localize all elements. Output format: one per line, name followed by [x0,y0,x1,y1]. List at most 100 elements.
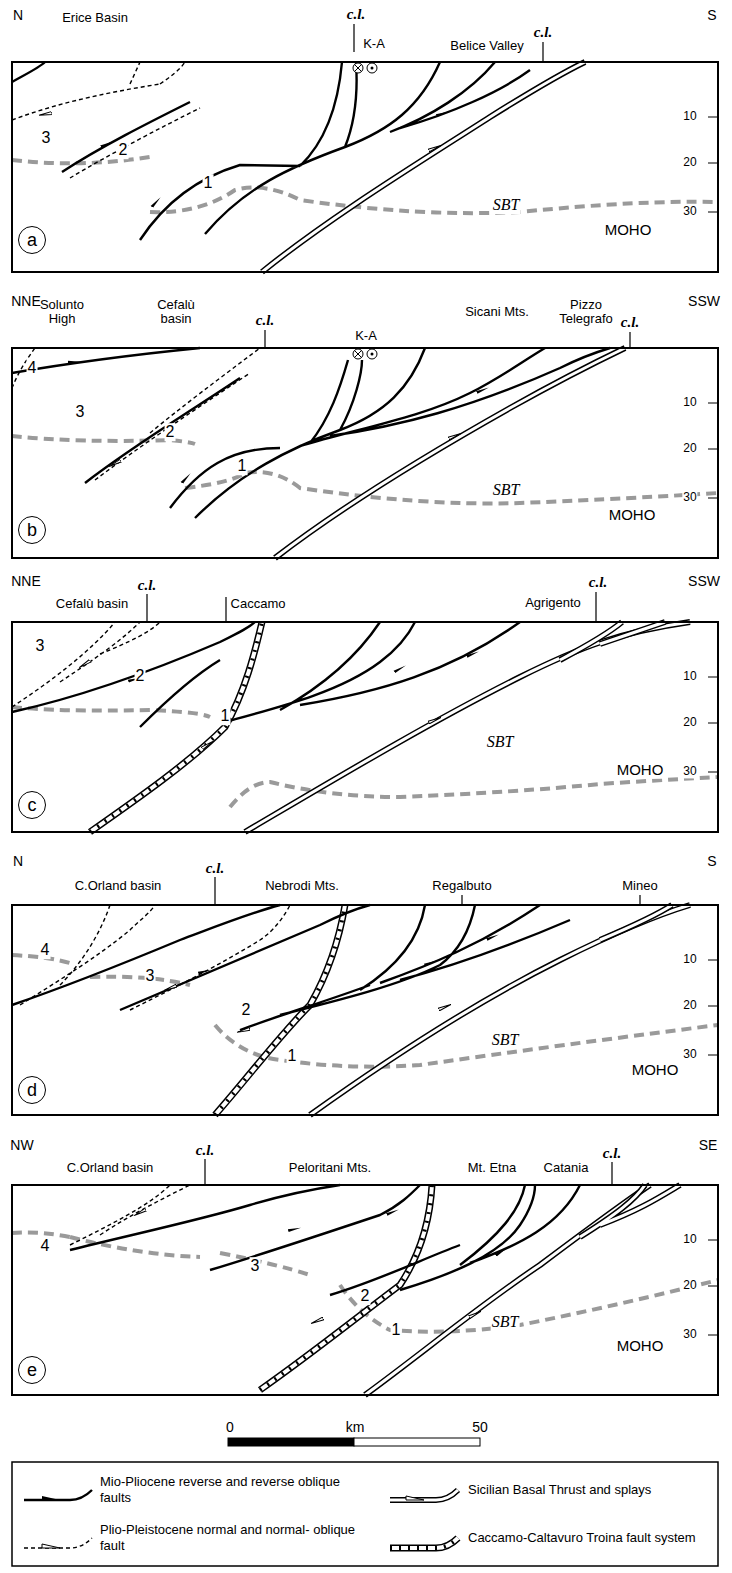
section-d [708,960,718,1055]
section-d [12,955,718,1067]
callout-number: 4 [27,359,38,377]
panel-letter-text: a [27,231,37,249]
section-d [430,1005,450,1016]
section-d [12,905,570,1030]
section-a [12,157,718,213]
direction-label: N [12,8,24,23]
depth-label: 20 [682,156,697,169]
callout-number: 3 [41,129,52,147]
section-e [280,1228,300,1235]
section-c [560,622,665,660]
callout-number: 2 [165,423,176,441]
section-c [12,622,718,832]
place-label: C.Orland basin [74,879,163,893]
legend-box [390,1490,458,1500]
depth-label: 20 [682,999,697,1012]
depth-label: 30 [682,205,697,218]
legend-text: Plio-Pleistocene normal and normal- obli… [100,1522,370,1555]
depth-label: 20 [682,716,697,729]
callout-number: 1 [237,457,248,475]
callout-number: 4 [40,1237,51,1255]
section-e [12,1185,718,1395]
section-a [92,142,112,154]
depth-label: 10 [682,396,697,409]
panel-letter: c [18,791,46,819]
coastline-label: c.l. [346,6,366,23]
section-b [371,353,374,356]
section-e [490,1249,506,1262]
section-e [70,1185,580,1295]
direction-label: S [706,854,717,869]
place-label: Mineo [621,879,658,893]
section-b [12,348,610,518]
section-d [215,905,345,1115]
depth-label: 30 [682,765,697,778]
section-c [460,652,478,662]
scale-label: 0 [225,1420,235,1435]
callout-number: 3 [35,637,46,655]
section-a [262,62,585,272]
section-a [262,62,585,272]
section-d [165,982,180,990]
section-a [367,63,377,73]
place-label: Belice Valley [449,39,524,53]
panel-letter: e [18,1356,46,1384]
section-e [135,1205,150,1215]
section-d [310,905,690,1115]
legend-box [42,1544,60,1548]
section-b [60,362,80,365]
callout-number: 1 [287,1047,298,1065]
direction-label: SSW [687,574,721,589]
cross-sections [215,877,640,905]
depth-label: 10 [682,1233,697,1246]
coastline-label: c.l. [620,314,640,331]
section-c [390,666,405,677]
place-label: Sicani Mts. [463,305,531,319]
place-label: Erice Basin [61,11,129,25]
moho-label: MOHO [616,1338,665,1355]
depth-label: 20 [682,442,697,455]
section-b [275,348,625,558]
direction-label: SSW [687,294,721,309]
section-b [367,349,377,359]
callout-number: 2 [241,1001,252,1019]
depth-label: 10 [682,670,697,683]
place-label: Cefalù basin [142,298,210,327]
section-e [12,1185,718,1395]
legend-box [406,1496,424,1500]
section-b [470,388,488,398]
section-c [560,622,665,660]
panel-letter: b [18,516,46,544]
section-c [90,622,262,832]
scale-bar [354,1438,480,1446]
legend-text: Sicilian Basal Thrust and splays [468,1482,708,1498]
cross-sections [354,24,543,62]
section-d [600,905,672,940]
section-d [238,1025,255,1032]
section-a [708,117,718,212]
section-b [12,348,260,480]
legend-box [24,1490,92,1500]
legend-box [390,1538,458,1548]
section-c [12,622,160,707]
section-b [353,349,363,359]
legend-box [390,1490,458,1500]
coastline-label: c.l. [533,24,553,41]
place-label: Peloritani Mts. [288,1161,372,1175]
section-a [12,62,200,178]
moho-label: MOHO [604,222,653,239]
legend-text: Mio-Pliocene reverse and reverse oblique… [100,1474,370,1507]
depth-label: 20 [682,1279,697,1292]
direction-label: S [706,8,717,23]
scale-label: km [345,1420,366,1435]
panel-letter: d [18,1076,46,1104]
section-c [420,718,440,729]
moho-label: MOHO [608,507,657,524]
section-d [190,970,210,978]
section-b [12,348,718,558]
legend-box [390,1538,458,1548]
panel-letter-text: c [28,796,37,814]
legend-box [12,1462,718,1566]
depth-label: 30 [682,491,697,504]
legend-box [390,1538,458,1548]
